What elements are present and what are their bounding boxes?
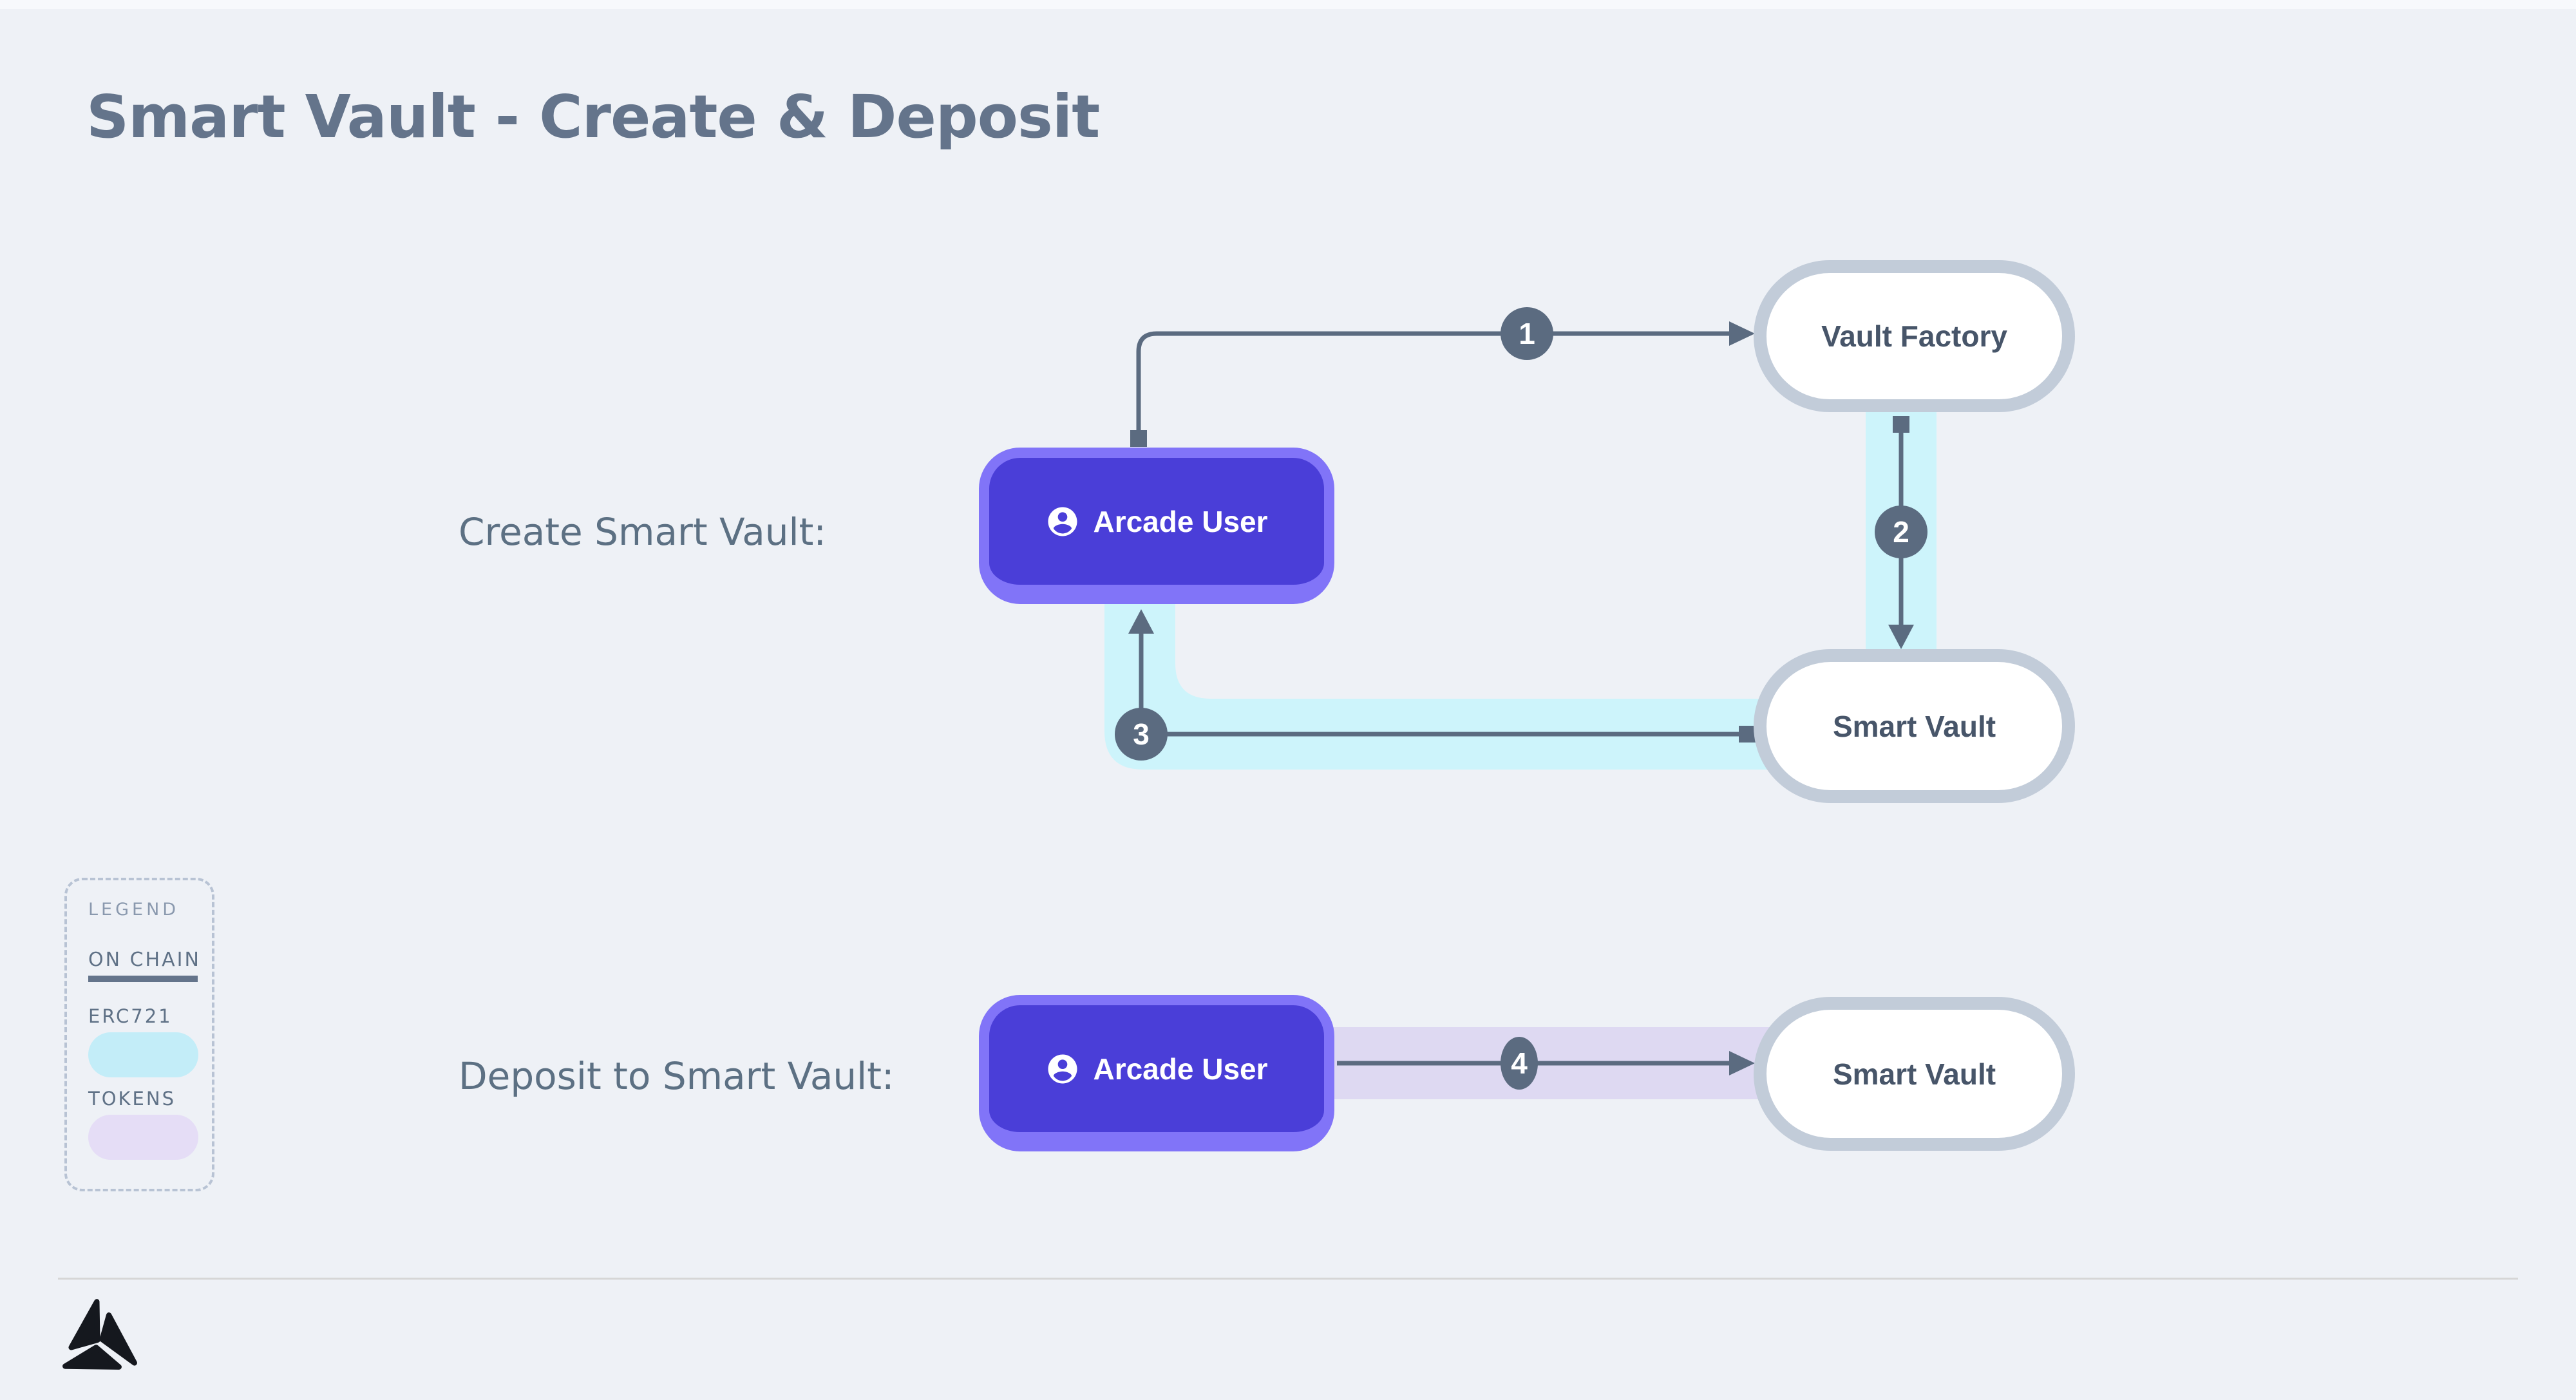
legend-underline — [88, 976, 198, 982]
edge-1-path — [1136, 331, 1731, 446]
arcade-logo — [62, 1299, 137, 1370]
edge-1-arrowhead — [1729, 321, 1755, 346]
node-arcade-user-deposit: Arcade User — [979, 995, 1334, 1151]
flow-label-create: Create Smart Vault: — [459, 510, 826, 554]
legend-item-tokens-label: TOKENS — [88, 1088, 176, 1110]
step-badge-4-number: 4 — [1511, 1046, 1528, 1080]
edge-3-source-marker — [1739, 726, 1756, 743]
node-arcade-user-create: Arcade User — [979, 448, 1334, 604]
node-label: Arcade User — [1093, 504, 1268, 538]
step-badge-4: 4 — [1501, 1037, 1538, 1090]
top-strip — [0, 0, 2576, 9]
step-badge-3: 3 — [1115, 708, 1168, 761]
node-smart-vault-create: Smart Vault — [1754, 649, 2075, 803]
edge-2-source-marker — [1893, 416, 1909, 433]
legend-item-tokens-swatch — [88, 1115, 198, 1160]
legend-item-erc721-swatch — [88, 1032, 198, 1077]
legend-section-on-chain: ON CHAIN — [88, 949, 201, 971]
erc721-band-l-shape — [1104, 604, 1922, 770]
node-label: Vault Factory — [1821, 319, 2007, 353]
node-label: Arcade User — [1093, 1052, 1268, 1086]
flow-label-deposit: Deposit to Smart Vault: — [459, 1054, 895, 1098]
step-badge-2-number: 2 — [1893, 515, 1909, 549]
legend-item-erc721-label: ERC721 — [88, 1005, 173, 1027]
edge-1-source-marker — [1130, 430, 1147, 447]
node-label: Smart Vault — [1832, 1057, 1996, 1091]
step-badge-3-number: 3 — [1133, 717, 1150, 751]
footer-divider — [58, 1278, 2518, 1280]
account-circle-icon — [1048, 507, 1077, 536]
node-vault-factory: Vault Factory — [1754, 260, 2075, 412]
page-title: Smart Vault - Create & Deposit — [86, 82, 1100, 151]
legend: LEGEND ON CHAIN ERC721 TOKENS — [64, 878, 214, 1191]
step-badge-1-number: 1 — [1519, 317, 1535, 350]
edge-4-arrowhead — [1729, 1051, 1755, 1075]
edge-2-arrowhead — [1888, 625, 1914, 649]
node-smart-vault-deposit: Smart Vault — [1754, 997, 2075, 1151]
step-badge-2: 2 — [1875, 506, 1927, 558]
edge-3-arrowhead — [1128, 609, 1154, 634]
node-label: Smart Vault — [1832, 709, 1996, 743]
account-circle-icon — [1048, 1054, 1077, 1083]
step-badge-1: 1 — [1501, 307, 1553, 360]
legend-title: LEGEND — [88, 900, 180, 920]
